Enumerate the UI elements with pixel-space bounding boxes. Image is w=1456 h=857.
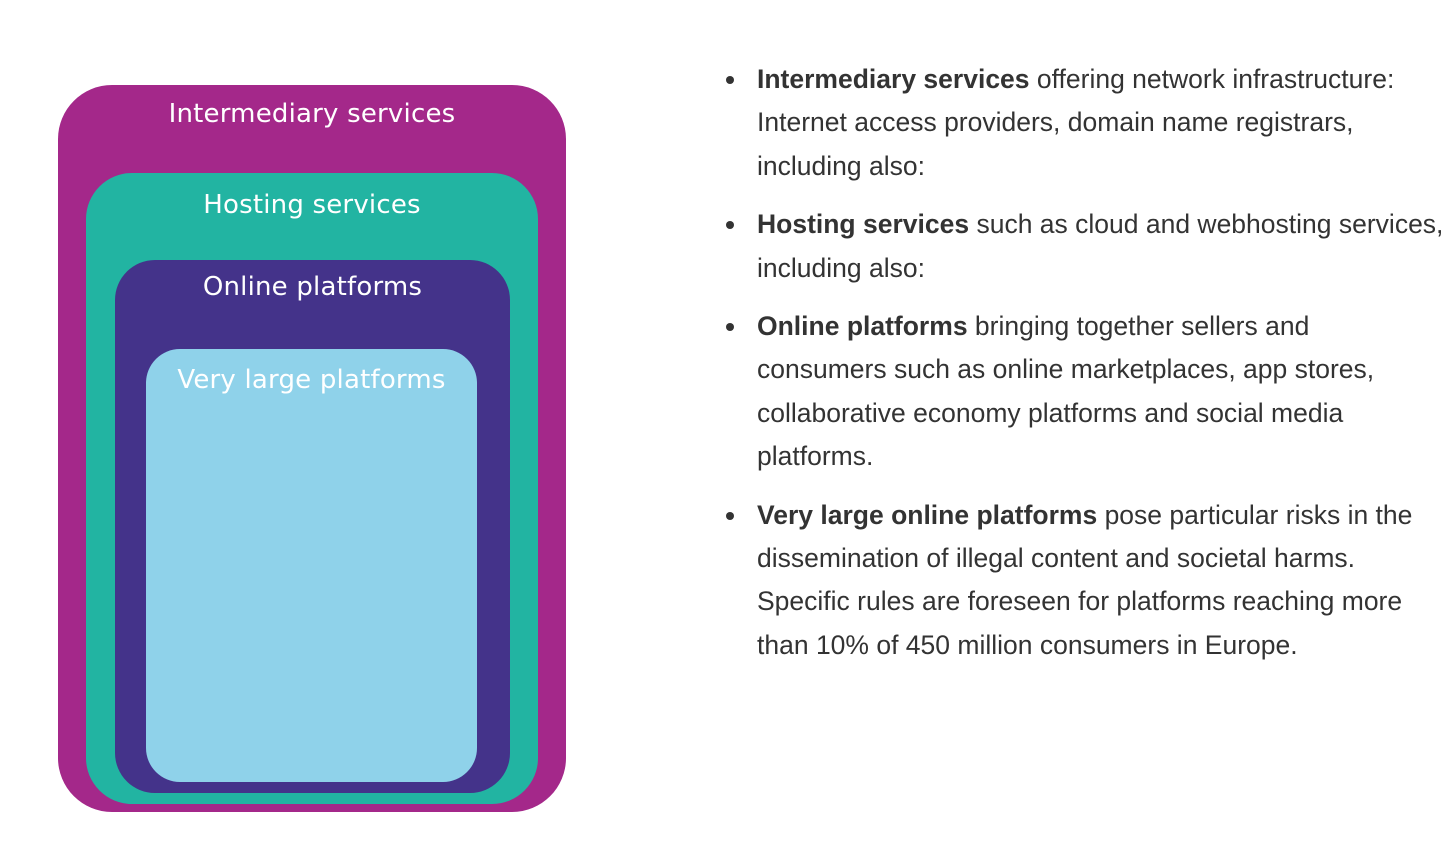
- item-description: offering network infrastructure: Interne…: [757, 64, 1395, 181]
- description-list: Intermediary services offering network i…: [719, 58, 1444, 682]
- item-term: Hosting services: [757, 209, 970, 240]
- list-item: Intermediary services offering network i…: [719, 58, 1444, 188]
- hosting-services-label: Hosting services: [203, 190, 421, 220]
- list-item: Online platforms bringing together selle…: [719, 305, 1444, 479]
- list-item: Very large online platforms pose particu…: [719, 494, 1444, 668]
- item-description: such as cloud and webhosting services, i…: [757, 209, 1444, 283]
- list-item: Hosting services such as cloud and webho…: [719, 203, 1444, 290]
- bullet-icon: [726, 76, 734, 84]
- intermediary-services-label: Intermediary services: [168, 99, 456, 129]
- very-large-platforms-box: Very large platforms: [146, 349, 477, 782]
- bullet-icon: [726, 511, 734, 520]
- item-term: Online platforms: [757, 311, 968, 342]
- online-platforms-label: Online platforms: [202, 272, 423, 302]
- item-description: pose particular risks in the disseminati…: [757, 499, 1413, 660]
- item-term: Intermediary services: [757, 64, 1030, 94]
- very-large-platforms-label: Very large platforms: [177, 365, 446, 395]
- bullet-icon: [726, 221, 734, 230]
- item-description: bringing together sellers and consumers …: [757, 311, 1375, 472]
- item-term: Very large online platforms: [757, 499, 1098, 530]
- bullet-icon: [726, 323, 734, 332]
